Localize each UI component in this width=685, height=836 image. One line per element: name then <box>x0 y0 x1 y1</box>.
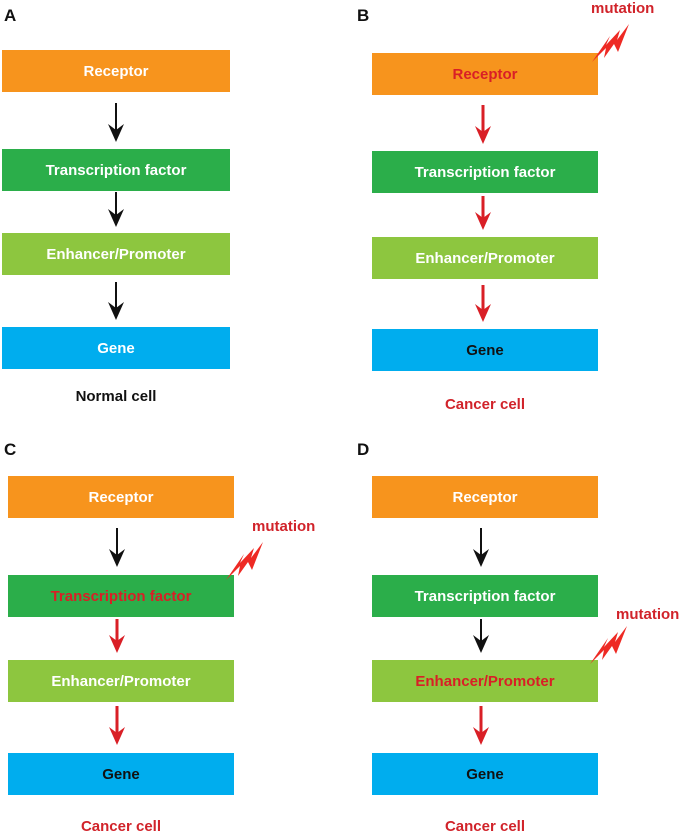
panel-a-arrow-2 <box>108 192 124 227</box>
panel-d-lightning-icon <box>590 626 627 664</box>
panel-a-transcription-factor-box: Transcription factor <box>2 149 230 191</box>
panel-b-arrow-2 <box>475 196 491 230</box>
panel-d-arrow-3 <box>473 706 489 745</box>
panel-c-receptor-box: Receptor <box>8 476 234 518</box>
panel-d-receptor-box: Receptor <box>372 476 598 518</box>
panel-c-mutation-label: mutation <box>252 518 316 535</box>
panel-b-transcription-factor-box: Transcription factor <box>372 151 598 193</box>
panel-a-gene-box: Gene <box>2 327 230 369</box>
panel-b-arrow-3 <box>475 285 491 322</box>
panel-c-enhancer-promoter-box: Enhancer/Promoter <box>8 660 234 702</box>
panel-c-arrow-2 <box>109 619 125 653</box>
panel-c-lightning-icon <box>226 542 263 580</box>
panel-c-arrow-1 <box>109 528 125 567</box>
panel-c-arrow-3 <box>109 706 125 745</box>
panel-a-arrow-3 <box>108 282 124 320</box>
panel-b-letter: B <box>357 6 370 25</box>
panel-d-enhancer-promoter-box: Enhancer/Promoter <box>372 660 598 702</box>
panel-d-arrow-2 <box>473 619 489 653</box>
panel-d-caption: Cancer cell <box>444 818 526 835</box>
panel-b-enhancer-promoter-box: Enhancer/Promoter <box>372 237 598 279</box>
panel-d-letter: D <box>357 440 370 459</box>
panel-c-transcription-factor-box: Transcription factor <box>8 575 234 617</box>
panel-b-lightning-icon <box>592 24 629 62</box>
panel-d-transcription-factor-box: Transcription factor <box>372 575 598 617</box>
panel-c-caption: Cancer cell <box>80 818 162 835</box>
panel-b-gene-box: Gene <box>372 329 598 371</box>
panel-b-mutation-label: mutation <box>591 0 655 17</box>
panel-b-caption: Cancer cell <box>444 396 526 413</box>
panel-b-arrow-1 <box>475 105 491 144</box>
panel-c-gene-box: Gene <box>8 753 234 795</box>
panel-a-arrow-1 <box>108 103 124 142</box>
panel-d-arrow-1 <box>473 528 489 567</box>
panel-a-caption: Normal cell <box>75 388 157 405</box>
panel-b-receptor-box: Receptor <box>372 53 598 95</box>
panel-d-gene-box: Gene <box>372 753 598 795</box>
panel-d-mutation-label: mutation <box>616 606 680 623</box>
panel-a-enhancer-promoter-box: Enhancer/Promoter <box>2 233 230 275</box>
panel-a-letter: A <box>4 6 17 25</box>
panel-a-receptor-box: Receptor <box>2 50 230 92</box>
panel-c-letter: C <box>4 440 17 459</box>
